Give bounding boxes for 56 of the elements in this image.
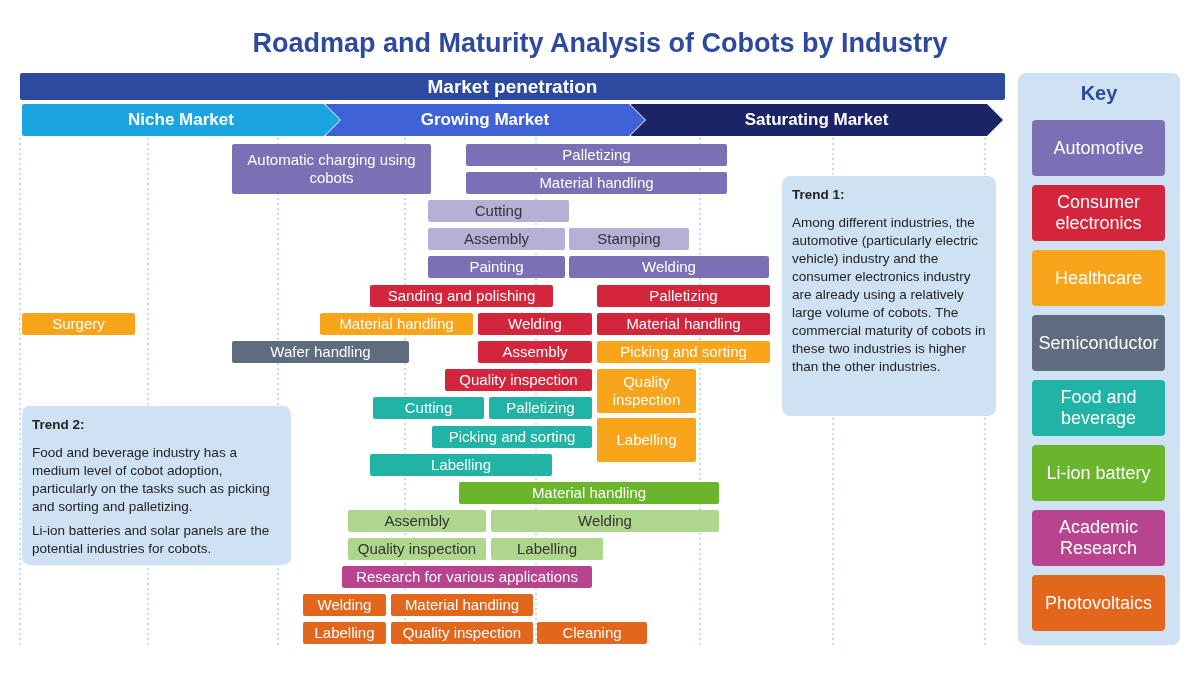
legend-item: Academic Research (1032, 510, 1165, 566)
application-bar: Assembly (348, 510, 486, 532)
application-bar: Stamping (569, 228, 689, 250)
application-bar: Surgery (22, 313, 135, 335)
application-bar: Labelling (303, 622, 386, 644)
application-bar: Cleaning (537, 622, 647, 644)
application-bar: Assembly (478, 341, 592, 363)
application-bar: Assembly (428, 228, 565, 250)
diagram-title: Roadmap and Maturity Analysis of Cobots by Industry (251, 28, 949, 59)
legend-item: Photovoltaics (1032, 575, 1165, 631)
application-bar: Sanding and polishing (370, 285, 553, 307)
application-bar: Labelling (597, 418, 696, 462)
market-stage-banner: Growing Market (325, 104, 645, 136)
trend-text: Li-ion batteries and solar panels are the potential industries for cobots. (32, 522, 271, 558)
trend-callout (22, 406, 291, 565)
legend-item: Healthcare (1032, 250, 1165, 306)
application-bar: Material handling (466, 172, 727, 194)
application-bar: Palletizing (597, 285, 770, 307)
trend-text: Among different industries, the automotive (particularly electric vehicle) industry and the consumer electronics industry are already using a relatively large volume of cobots. The commercial maturity of cobots in these two industries is higher than the other industries. (792, 214, 986, 376)
market-penetration-banner: Market penetration (20, 73, 1005, 100)
application-bar: Material handling (459, 482, 719, 504)
trend-heading: Trend 1: (792, 186, 846, 204)
application-bar: Painting (428, 256, 565, 278)
application-bar: Cutting (428, 200, 569, 222)
application-bar: Quality inspection (445, 369, 592, 391)
application-bar: Quality inspection (391, 622, 533, 644)
legend-item: Automotive (1032, 120, 1165, 176)
legend-item: Semiconductor (1032, 315, 1165, 371)
application-bar: Welding (569, 256, 769, 278)
trend-text: Food and beverage industry has a medium level of cobot adoption, particularly on the tasks such as picking and sorting and palletizing. (32, 444, 271, 516)
application-bar: Palletizing (466, 144, 727, 166)
legend-item: Consumer electronics (1032, 185, 1165, 241)
application-bar: Picking and sorting (597, 341, 770, 363)
application-bar: Quality inspection (348, 538, 486, 560)
application-bar: Automatic charging using cobots (232, 144, 431, 194)
application-bar: Material handling (597, 313, 770, 335)
application-bar: Welding (478, 313, 592, 335)
application-bar: Material handling (320, 313, 473, 335)
legend-item: Food and beverage (1032, 380, 1165, 436)
application-bar: Labelling (370, 454, 552, 476)
market-stage-banner: Niche Market (22, 104, 340, 136)
application-bar: Labelling (491, 538, 603, 560)
trend-callout (782, 176, 996, 416)
application-bar: Wafer handling (232, 341, 409, 363)
application-bar: Picking and sorting (432, 426, 592, 448)
application-bar: Research for various applications (342, 566, 592, 588)
application-bar: Cutting (373, 397, 484, 419)
application-bar: Welding (303, 594, 386, 616)
application-bar: Welding (491, 510, 719, 532)
trend-heading: Trend 2: (32, 416, 86, 434)
application-bar: Material handling (391, 594, 533, 616)
key-heading: Key (1079, 82, 1119, 105)
application-bar: Palletizing (489, 397, 592, 419)
legend-item: Li-ion battery (1032, 445, 1165, 501)
market-stage-banner: Saturating Market (630, 104, 1003, 136)
application-bar: Quality inspection (597, 369, 696, 413)
